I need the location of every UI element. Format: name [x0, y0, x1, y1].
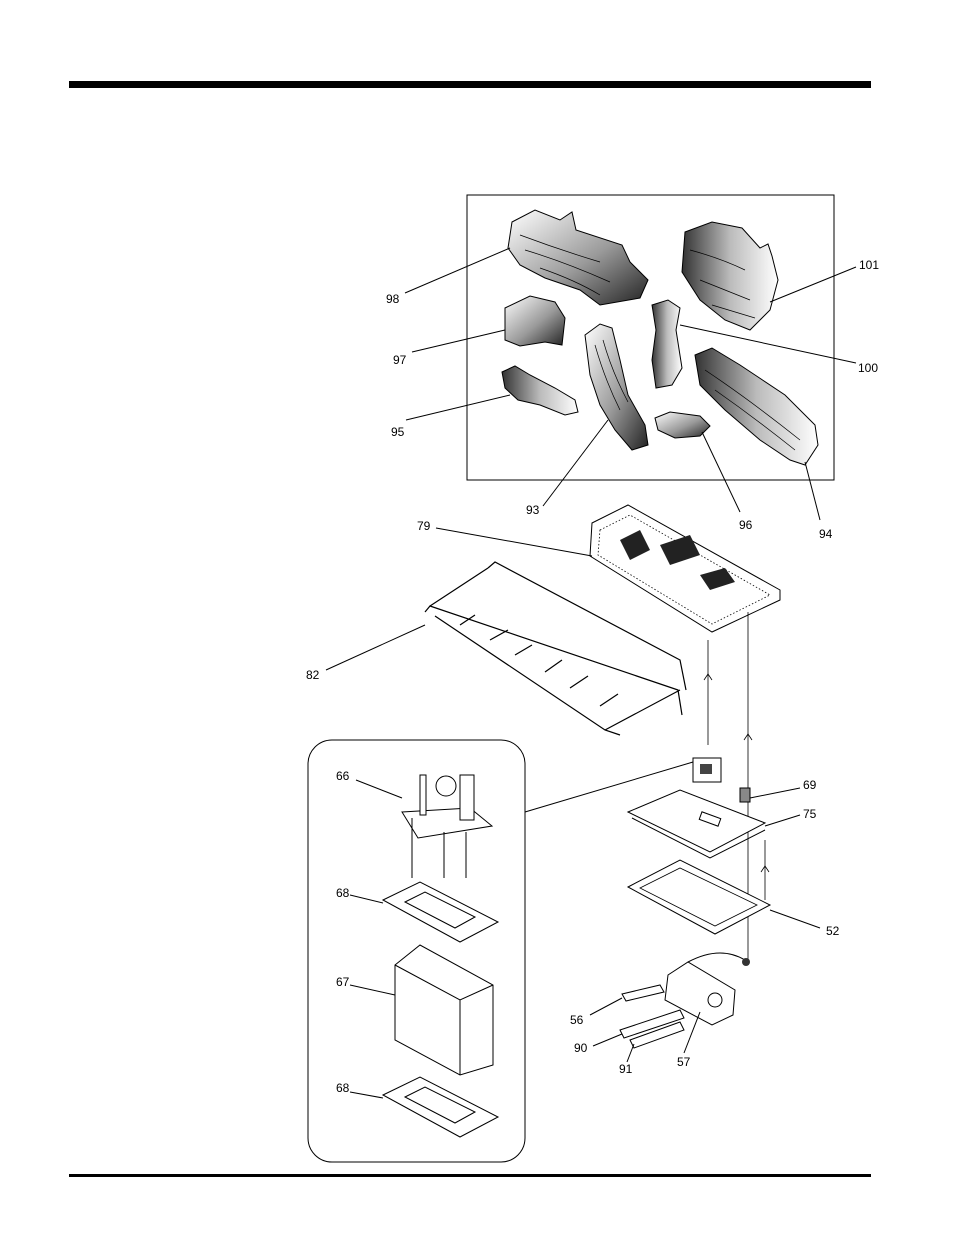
callout-66: 66: [336, 769, 350, 783]
callout-95: 95: [391, 425, 405, 439]
callout-82: 82: [306, 668, 320, 682]
housing-67: [395, 945, 493, 1075]
fitting-69: [740, 788, 750, 802]
callout-67: 67: [336, 975, 350, 989]
gasket-68-upper: [383, 882, 498, 942]
log-95: [502, 366, 578, 415]
callout-100: 100: [858, 361, 878, 375]
callout-79: 79: [417, 519, 431, 533]
callout-56: 56: [570, 1013, 584, 1027]
callout-94: 94: [819, 527, 833, 541]
callout-91: 91: [619, 1062, 633, 1076]
callout-69: 69: [803, 778, 817, 792]
log-96: [655, 412, 710, 438]
callout-52: 52: [826, 924, 840, 938]
callout-96: 96: [739, 518, 753, 532]
callout-57: 57: [677, 1055, 691, 1069]
callout-68-lower: 68: [336, 1081, 350, 1095]
gasket-68-lower: [383, 1077, 498, 1137]
log-101: [682, 222, 778, 330]
log-94: [695, 348, 818, 465]
callout-90: 90: [574, 1041, 588, 1055]
pilot-assembly-icon: [693, 758, 721, 782]
pilot-assembly-66: [402, 775, 492, 878]
log-98: [508, 210, 648, 305]
fitting-56: [622, 985, 664, 1001]
callout-101: 101: [859, 258, 879, 272]
callout-68-upper: 68: [336, 886, 350, 900]
callout-97: 97: [393, 353, 407, 367]
callout-93: 93: [526, 503, 540, 517]
log-97: [505, 296, 565, 346]
log-93: [585, 324, 648, 450]
log-100: [652, 300, 682, 388]
gasket-52: [628, 860, 770, 934]
callout-98: 98: [386, 292, 400, 306]
callout-75: 75: [803, 807, 817, 821]
